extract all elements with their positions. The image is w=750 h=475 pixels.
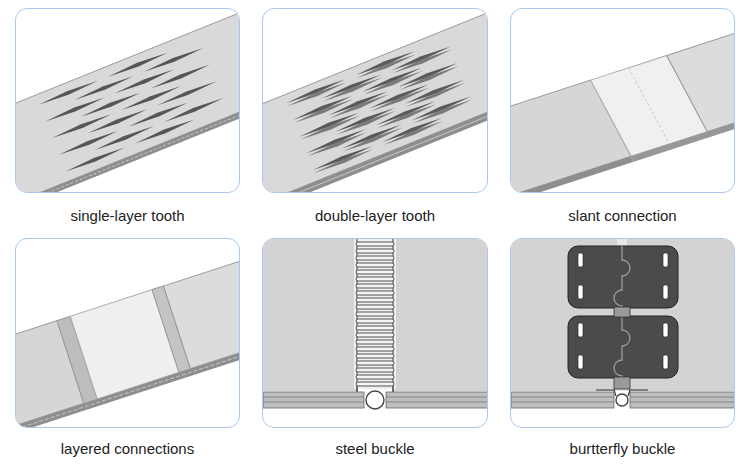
panel-caption: single-layer tooth bbox=[4, 207, 251, 225]
layered-illustration bbox=[16, 239, 239, 427]
connection-panel: single-layer tooth bbox=[15, 8, 240, 193]
connection-panel: slant connection bbox=[510, 8, 735, 193]
belt-surface bbox=[16, 9, 239, 192]
panel-caption: layered connections bbox=[4, 440, 251, 458]
panel-caption: slant connection bbox=[499, 207, 746, 225]
panel-caption: burtterfly buckle bbox=[499, 440, 746, 458]
connection-panel: double-layer tooth bbox=[262, 8, 488, 193]
slant-illustration bbox=[511, 9, 734, 192]
double-tooth-illustration bbox=[263, 9, 487, 192]
panel-caption: steel buckle bbox=[251, 440, 499, 458]
single-tooth-illustration bbox=[16, 9, 239, 192]
connection-panel: layered connections bbox=[15, 238, 240, 428]
belt-surface bbox=[263, 9, 487, 192]
panel-caption: double-layer tooth bbox=[251, 207, 499, 225]
connection-panel: burtterfly buckle bbox=[510, 238, 735, 428]
connection-panel: steel buckle bbox=[262, 238, 488, 428]
